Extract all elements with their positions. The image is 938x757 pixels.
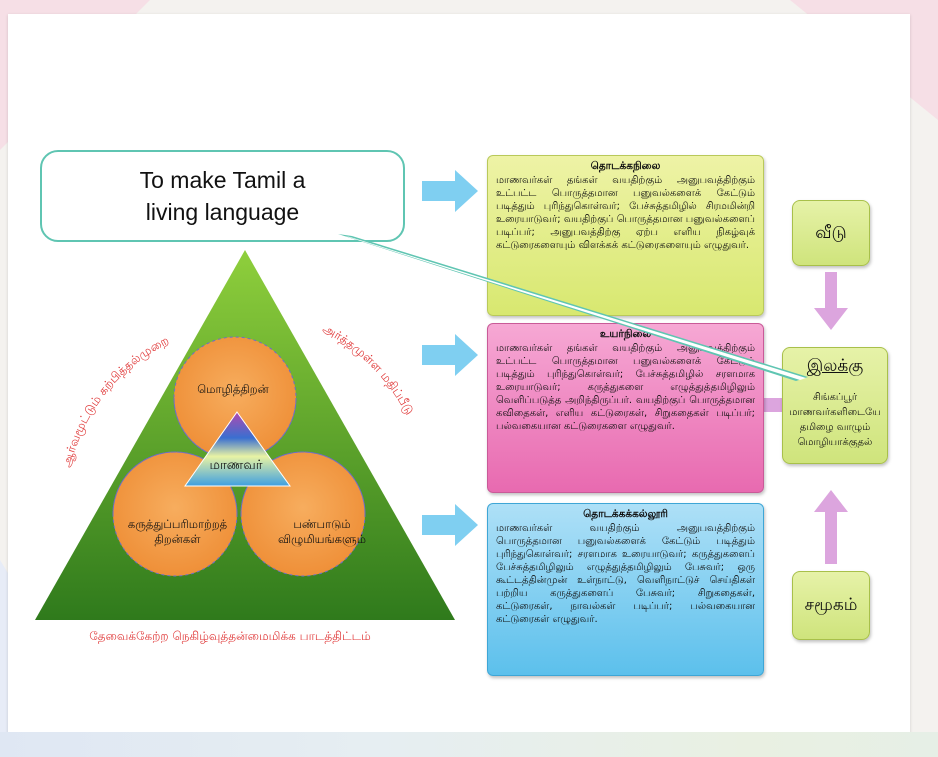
student-label: மாணவர் — [209, 458, 263, 473]
culture-values-label: பண்பாடும் விழுமியங்களும் — [277, 517, 367, 546]
goal-description: சிங்கப்பூர் மாணவர்களிடையே தமிழை வாழும் ம… — [789, 392, 881, 448]
stage-title-college: தொடக்கக்கல்லூரி — [583, 508, 668, 520]
arrow-to-secondary — [422, 334, 478, 376]
circle-language-skills — [173, 336, 297, 460]
stage-text-college: மாணவர்கள் வயதிற்கும் அனுபவத்திற்கும் பொர… — [496, 523, 755, 625]
stage-text-primary: மாணவர்கள் தங்கள் வயதிற்கும் அனுபவத்திற்க… — [496, 175, 755, 251]
stage-box-primary: தொடக்கநிலை மாணவர்கள் தங்கள் வயதிற்கும் அ… — [487, 155, 764, 316]
stage-text-secondary: மாணவர்கள் தங்கள் வயதிற்கும் அனுபவத்திற்க… — [496, 343, 755, 432]
goal-box: இலக்கு சிங்கப்பூர் மாணவர்களிடையே தமிழை வ… — [782, 347, 888, 464]
arrow-home-to-goal — [814, 272, 848, 330]
goal-title: இலக்கு — [806, 356, 864, 376]
bottom-strip — [0, 732, 938, 757]
stage-title-secondary: உயர்நிலை — [599, 328, 652, 340]
home-box: வீடு — [792, 200, 870, 266]
student-triangle — [184, 411, 291, 487]
triangle-caption: தேவைக்கேற்ற நெகிழ்வுத்தன்மைமிக்க பாடத்தி… — [89, 629, 371, 643]
community-box: சமூகம் — [792, 571, 870, 640]
callout-line-2: living language — [145, 199, 300, 225]
stage-title-primary: தொடக்கநிலை — [590, 160, 661, 172]
arrow-to-primary — [422, 170, 478, 212]
callout-line-1: To make Tamil a — [139, 167, 306, 193]
callout-bubble: To make Tamil a living language — [40, 150, 405, 242]
arrow-community-to-goal — [814, 490, 848, 564]
language-skills-label: மொழித்திறன் — [197, 382, 269, 396]
stage-box-college: தொடக்கக்கல்லூரி மாணவர்கள் வயதிற்கும் அனு… — [487, 503, 764, 676]
arrow-to-college — [422, 504, 478, 546]
communication-skills-label: கருத்துப்பரிமாற்றத் திறன்கள் — [127, 517, 228, 546]
